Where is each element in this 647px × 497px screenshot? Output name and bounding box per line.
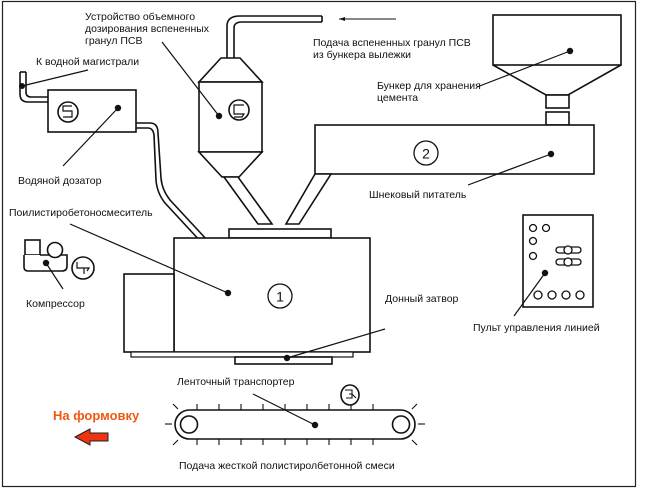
label-bottom-gate: Донный затвор (385, 293, 459, 305)
leader-dots (19, 47, 574, 429)
water-doser-box (47, 89, 137, 133)
label-water-doser: Водяной дозатор (18, 175, 102, 187)
motor-symbol-icon (340, 384, 360, 406)
leader-cement-bunker (476, 50, 571, 88)
label-to-molding: На формовку (53, 408, 140, 423)
bottom-gate-plate (234, 356, 333, 365)
label-feed-mix: Подача жесткой полистиролбетонной смеси (179, 460, 395, 472)
water-main-pipe (19, 71, 48, 103)
label-dosing-device-line: гранул ПСВ (85, 35, 143, 47)
leader-screw-feeder (467, 153, 552, 186)
label-water-main: К водной магистрали (36, 56, 140, 68)
granule-feed-pipe (226, 15, 323, 58)
label-feed-granules-line: из бункера вылежки (313, 49, 412, 61)
water-pipe-to-mixer (136, 122, 209, 244)
leader-lines (21, 41, 571, 426)
leader-compressor (45, 262, 64, 290)
screw-feeder-chute (284, 173, 333, 225)
label-compressor: Компрессор (26, 298, 85, 310)
leader-water-doser (62, 107, 119, 167)
doser-symbol-icon (228, 99, 250, 121)
compressor (23, 239, 68, 272)
meter-symbol-icon (57, 101, 79, 123)
label-dosing-device-line: Устройство объемного (85, 11, 196, 23)
label-feed-granules: Подача вспененных гранул ПСВ из бункера … (313, 37, 471, 61)
belt-conveyor (165, 403, 425, 446)
leader-water-main (21, 69, 89, 87)
dosing-device (197, 57, 274, 225)
marker-mixer: 1 (267, 283, 293, 309)
cement-bunker (492, 14, 622, 126)
screw-feeder-box (314, 124, 595, 175)
label-cement-bunker-line: Бункер для хранения (377, 80, 481, 92)
leader-mixer (69, 223, 229, 294)
outer-frame (1, 0, 637, 488)
leader-bottom-gate (286, 328, 386, 359)
label-belt-conveyor: Ленточный транспортер (177, 376, 295, 388)
label-feed-granules-line: Подача вспененных гранул ПСВ (313, 37, 471, 49)
marker-mixer-number: 1 (276, 289, 284, 305)
label-control-panel: Пульт управления линией (473, 322, 600, 334)
leader-control-panel (513, 272, 546, 317)
control-panel (522, 214, 594, 308)
label-mixer: Поилистиробетоносмеситель (9, 207, 153, 219)
arrow-left-icon (73, 428, 109, 446)
label-cement-bunker: Бункер для хранения цемента (377, 80, 481, 104)
label-cement-bunker-line: цемента (377, 92, 419, 104)
marker-screw-feeder: 2 (413, 140, 439, 166)
label-dosing-device: Устройство объемного дозирования вспенен… (85, 11, 225, 47)
leader-dosing-device (161, 41, 220, 117)
marker-screw-feeder-number: 2 (422, 146, 430, 162)
label-screw-feeder: Шнековый питатель (369, 189, 467, 201)
arrow-left-icon (339, 17, 345, 21)
leader-belt-conveyor (252, 393, 316, 426)
pump-symbol-icon (71, 256, 95, 280)
label-dosing-device-line: дозирования вспененных (85, 23, 210, 35)
